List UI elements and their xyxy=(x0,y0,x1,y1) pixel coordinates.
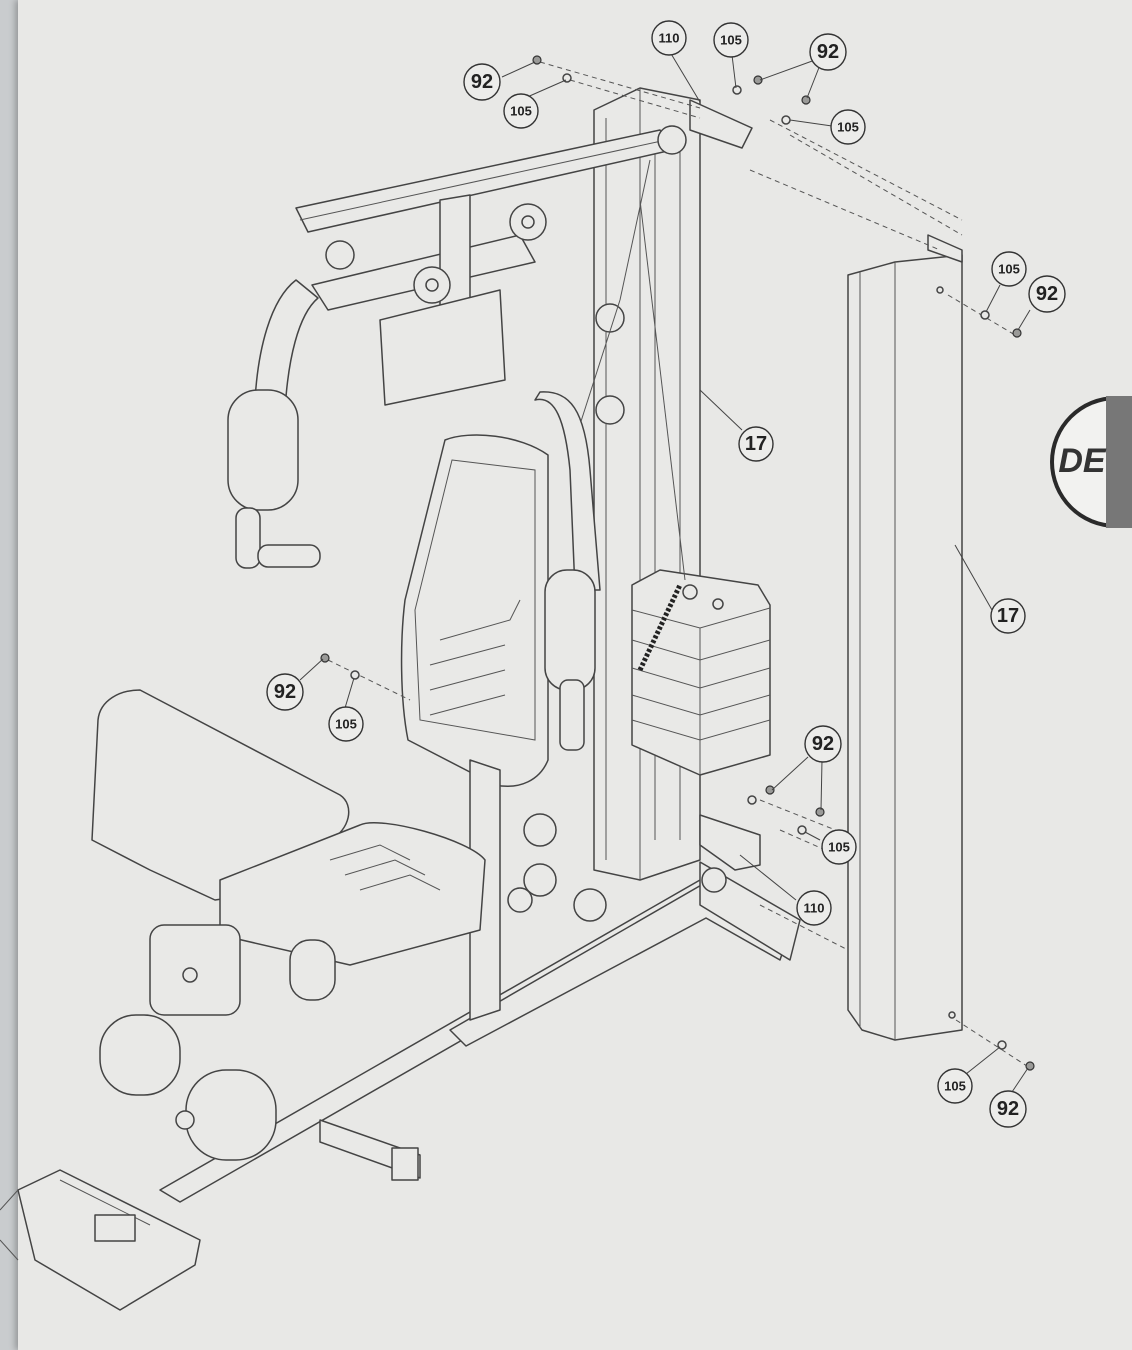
callout-label: 105 xyxy=(998,262,1020,277)
press-arm xyxy=(227,279,321,569)
cover-panel xyxy=(847,234,963,1041)
callout-label: 110 xyxy=(659,31,680,46)
foot-plate xyxy=(0,1169,201,1311)
base-frame xyxy=(159,861,801,1203)
callout-92: 92 xyxy=(1028,275,1066,313)
backrest xyxy=(400,434,549,787)
callout-label: 105 xyxy=(720,33,742,48)
language-tab: DE xyxy=(1050,396,1132,528)
callout-label: 105 xyxy=(510,104,532,119)
callout-label: 92 xyxy=(274,681,296,703)
callout-17: 17 xyxy=(738,426,774,462)
callout-92: 92 xyxy=(804,725,842,763)
callout-105: 105 xyxy=(713,22,749,58)
callout-92: 92 xyxy=(266,673,304,711)
seat xyxy=(91,689,486,966)
weight-stack xyxy=(631,569,771,776)
callout-105: 105 xyxy=(503,93,539,129)
callout-label: 110 xyxy=(804,901,825,916)
leader-lines xyxy=(299,51,1031,1096)
callout-105: 105 xyxy=(830,109,866,145)
callout-label: 105 xyxy=(335,717,357,732)
callout-92: 92 xyxy=(809,33,847,71)
callout-105: 105 xyxy=(821,829,857,865)
callout-110: 110 xyxy=(796,890,832,926)
callout-label: 92 xyxy=(1036,283,1058,305)
press-handle-pad xyxy=(534,391,601,751)
leg-extension xyxy=(99,924,336,1161)
callout-92: 92 xyxy=(463,63,501,101)
callout-label: 105 xyxy=(944,1079,966,1094)
callout-17: 17 xyxy=(990,598,1026,634)
callout-label: 92 xyxy=(997,1098,1019,1120)
callout-label: 17 xyxy=(745,433,767,455)
binding-edge xyxy=(0,0,18,1350)
callout-label: 17 xyxy=(997,605,1019,627)
callout-label: 92 xyxy=(471,71,493,93)
callout-label: 105 xyxy=(837,120,859,135)
callout-105: 105 xyxy=(328,706,364,742)
callout-105: 105 xyxy=(937,1068,973,1104)
callout-label: 92 xyxy=(817,41,839,63)
callout-105: 105 xyxy=(991,251,1027,287)
top-arm xyxy=(295,125,687,581)
callout-92: 92 xyxy=(989,1090,1027,1128)
callout-label: 105 xyxy=(828,840,850,855)
language-tab-label: DE xyxy=(1058,442,1106,480)
callout-label: 92 xyxy=(812,733,834,755)
callout-110: 110 xyxy=(651,20,687,56)
